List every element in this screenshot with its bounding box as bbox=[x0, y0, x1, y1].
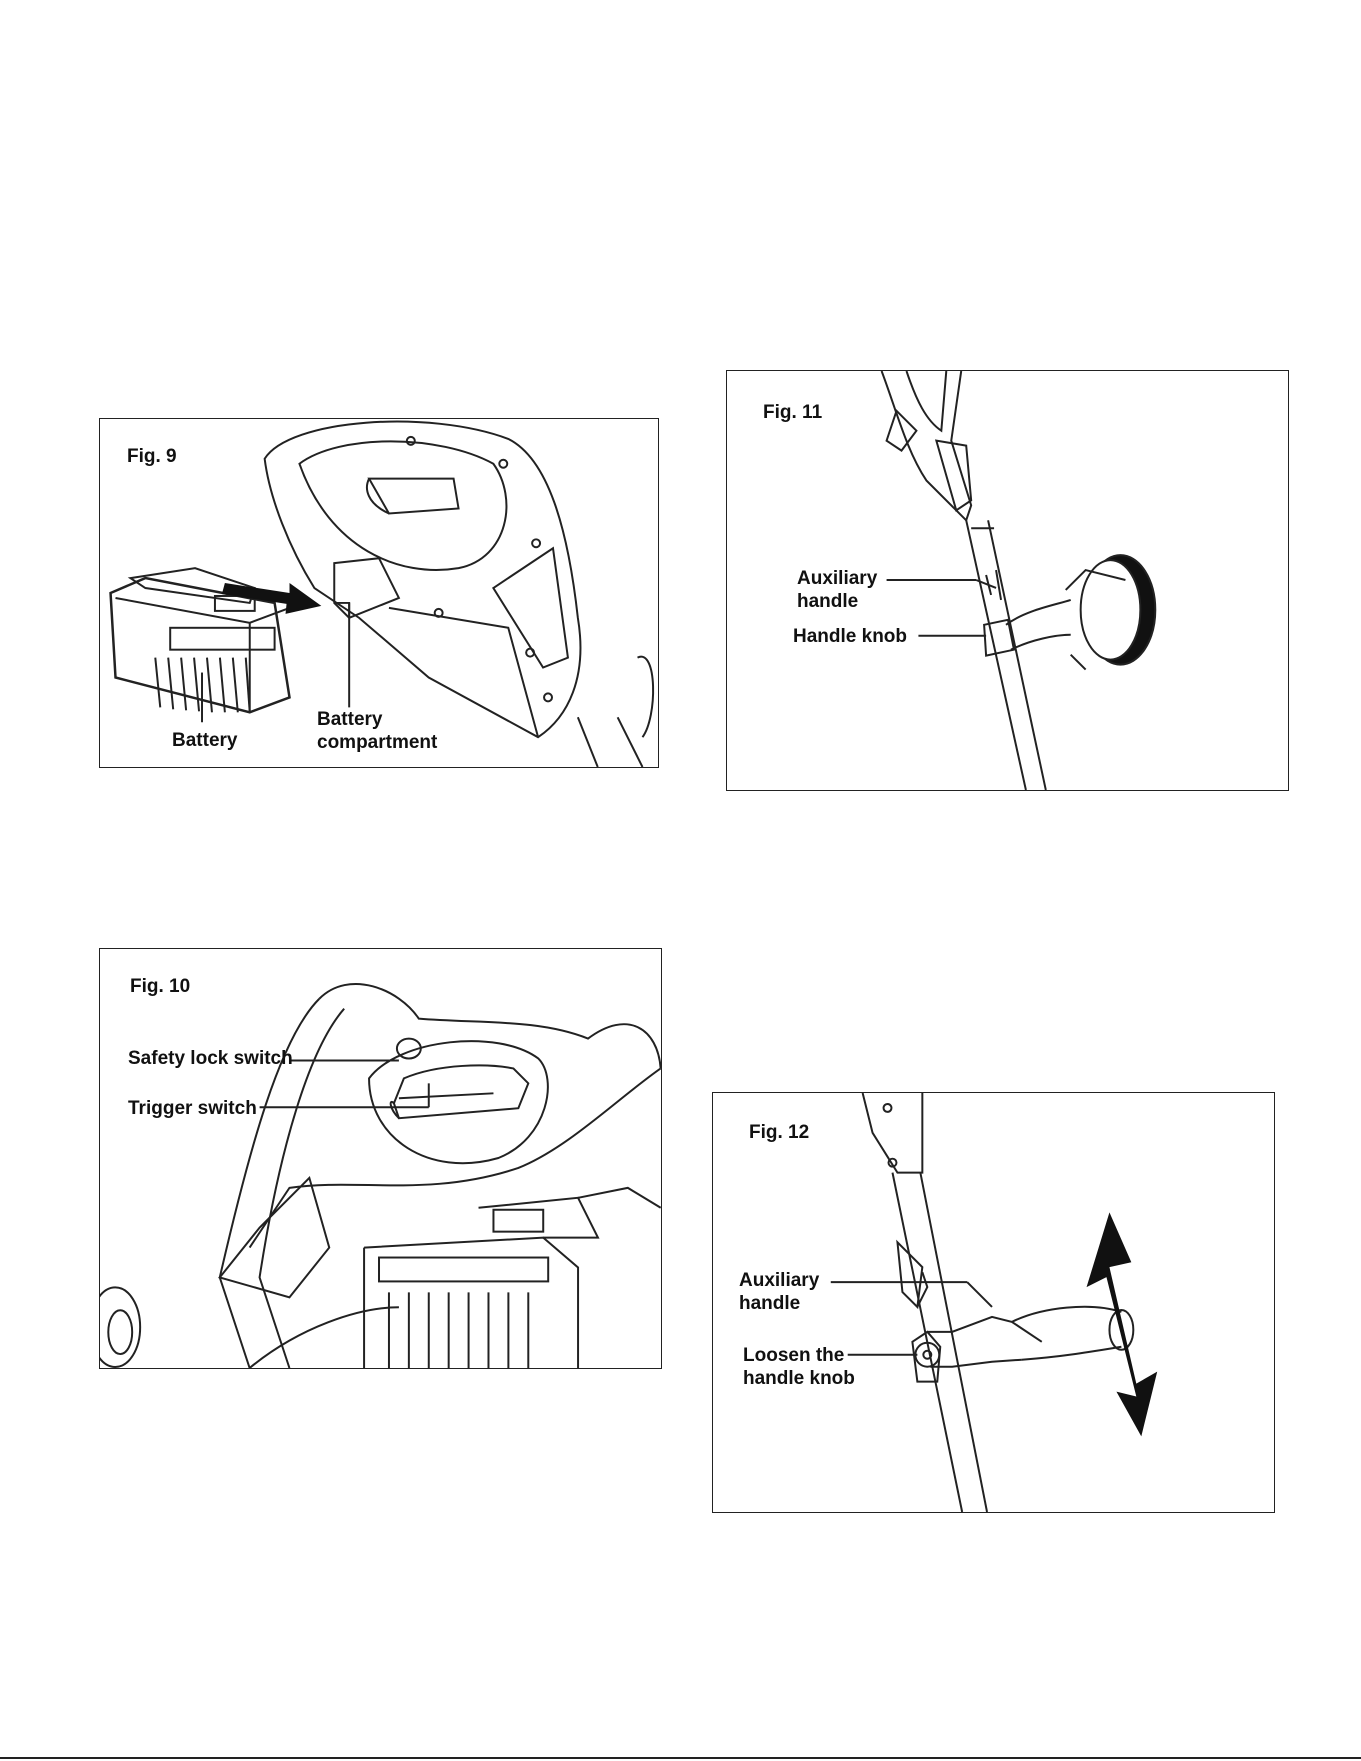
battery-compartment-label-line2: compartment bbox=[317, 731, 437, 755]
figure-11: Fig. 11 Auxiliary handle Handle knob bbox=[726, 370, 1289, 791]
figure-10: Fig. 10 Safety lock switch Trigger switc… bbox=[99, 948, 662, 1369]
handle-knob-label: Handle knob bbox=[793, 625, 907, 649]
trigger-switch-label: Trigger switch bbox=[128, 1097, 257, 1121]
safety-lock-switch-label: Safety lock switch bbox=[128, 1047, 293, 1071]
figure-title: Fig. 9 bbox=[127, 445, 177, 469]
page-bottom-rule bbox=[0, 1757, 1361, 1759]
figure-title: Fig. 12 bbox=[749, 1121, 809, 1145]
auxiliary-handle-label-line1: Auxiliary bbox=[739, 1269, 819, 1293]
loosen-handle-knob-label-line2: handle knob bbox=[743, 1367, 855, 1391]
trimmer-shaft-illustration bbox=[966, 520, 1046, 790]
handle-housing bbox=[319, 984, 660, 1068]
auxiliary-handle-label-line1: Auxiliary bbox=[797, 567, 877, 591]
auxiliary-handle-label-line2: handle bbox=[739, 1292, 800, 1316]
loosen-handle-knob-label-line1: Loosen the bbox=[743, 1344, 844, 1368]
battery-label: Battery bbox=[172, 729, 237, 753]
figure-title: Fig. 11 bbox=[763, 401, 822, 425]
switch-location-illustration bbox=[100, 949, 661, 1368]
figure-title: Fig. 10 bbox=[130, 975, 190, 999]
auxiliary-handle-label-line2: handle bbox=[797, 590, 858, 614]
double-arrow-icon bbox=[1087, 1212, 1158, 1436]
figure-9: Fig. 9 Battery Battery compartment bbox=[99, 418, 659, 768]
battery-compartment-label-line1: Battery bbox=[317, 708, 382, 732]
insert-direction-arrow-icon bbox=[222, 583, 321, 614]
handle-housing bbox=[265, 422, 581, 738]
battery-icon bbox=[364, 1188, 661, 1368]
trimmer-shaft-illustration bbox=[892, 1173, 987, 1512]
figure-12: Fig. 12 Auxiliary handle Loosen the hand… bbox=[712, 1092, 1275, 1513]
handle-housing bbox=[863, 1093, 923, 1173]
